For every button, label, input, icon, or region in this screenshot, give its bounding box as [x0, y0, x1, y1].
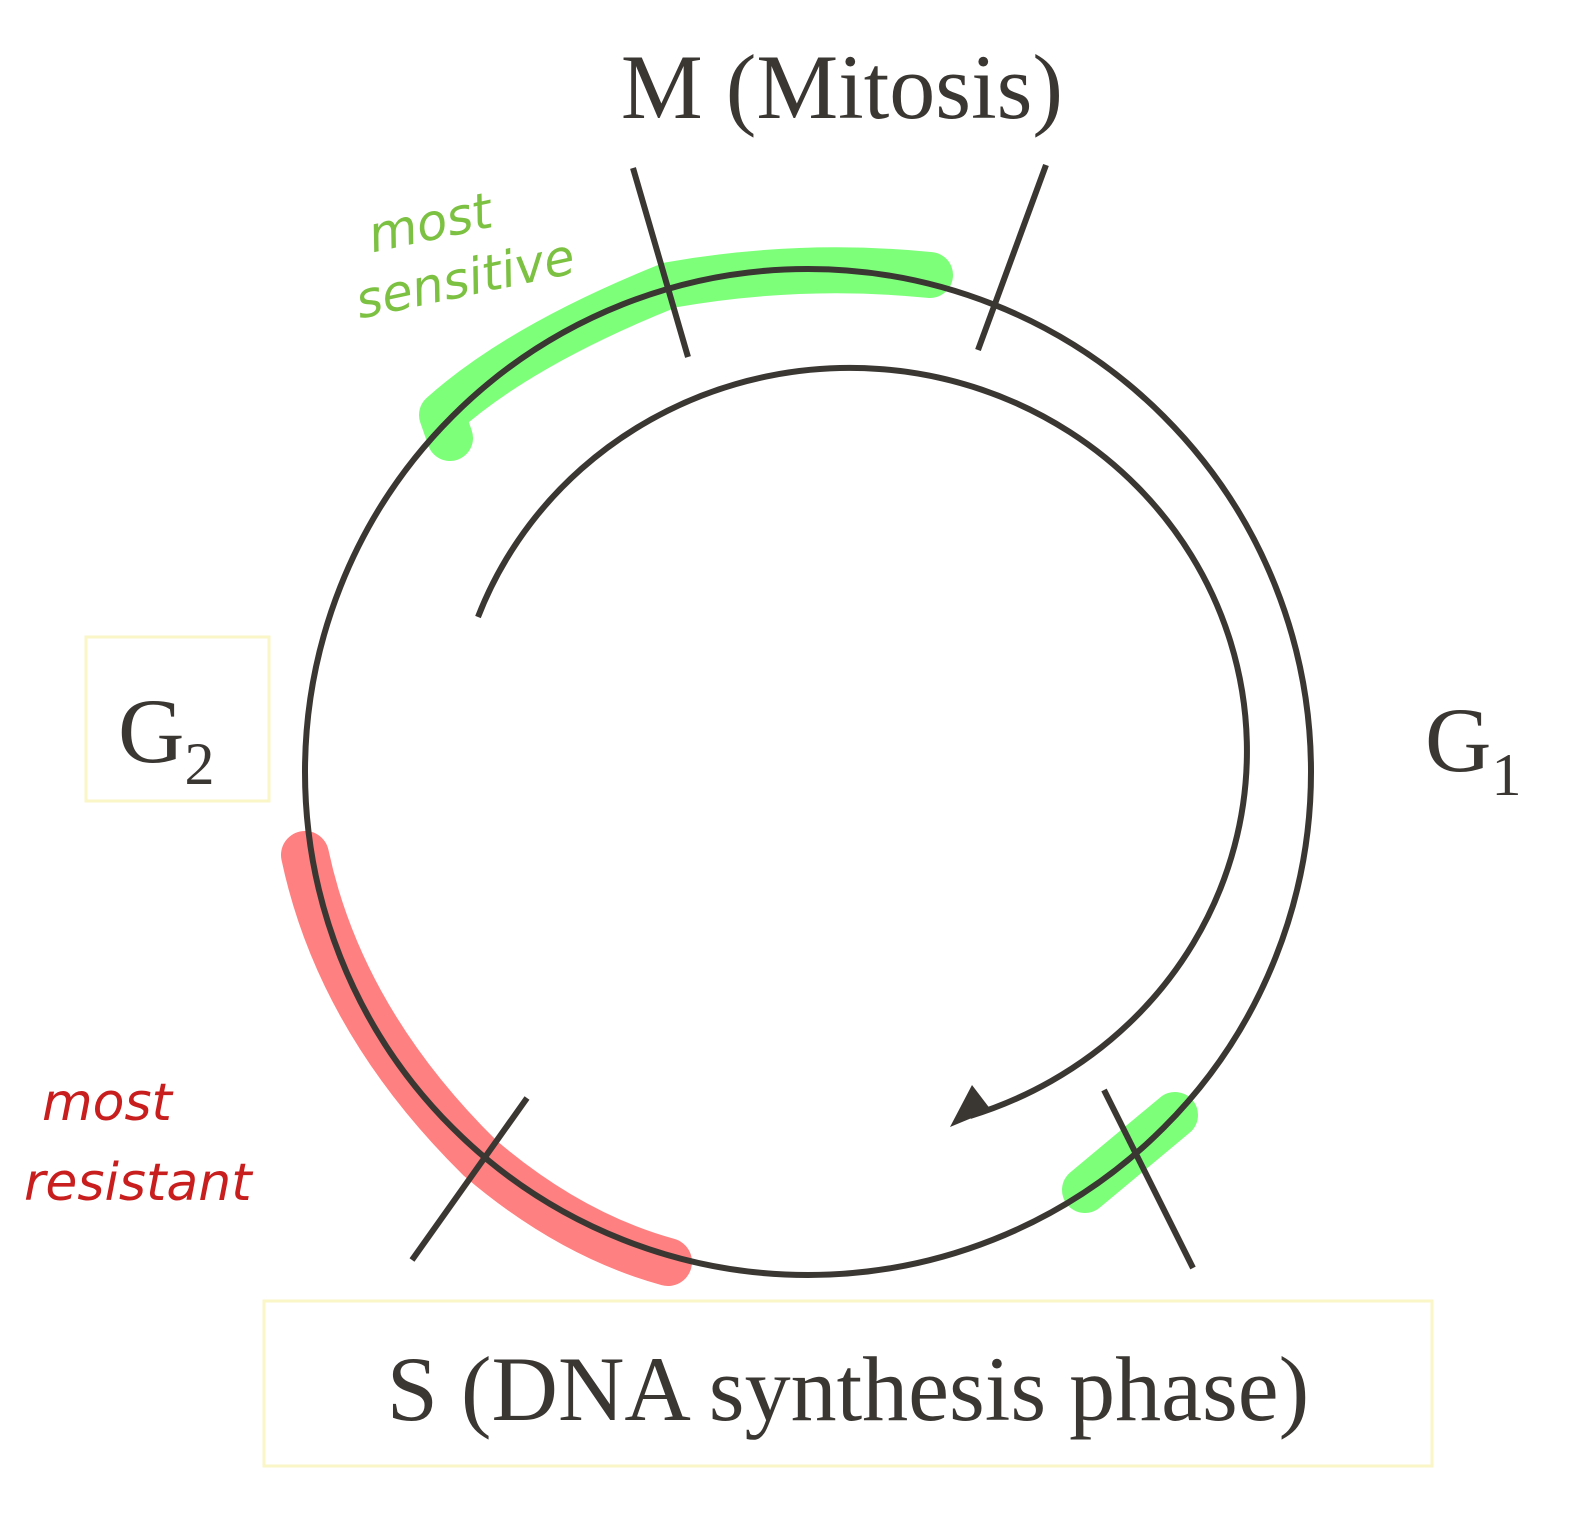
g1-letter: G [1425, 689, 1491, 791]
g2-label-box [84, 635, 271, 803]
resistant-text-line1: most [42, 1073, 174, 1133]
g2-letter: G [118, 680, 184, 782]
boundary-tick-g1-s [1101, 1088, 1196, 1270]
s-label-box [262, 1299, 1434, 1468]
cycle-direction-arrow [475, 364, 1250, 1119]
resistant-highlight [281, 831, 692, 1286]
g1-subscript: 1 [1491, 742, 1521, 808]
arrowhead-icon [950, 1085, 991, 1127]
most-sensitive-annotation: most sensitive [350, 181, 579, 330]
most-resistant-annotation: most resistant [24, 1073, 253, 1213]
cell-cycle-ring [302, 266, 1314, 1278]
phase-label-s: S (DNA synthesis phase) [387, 1338, 1310, 1440]
phase-label-m: M (Mitosis) [621, 36, 1063, 138]
boundary-tick-m-start [630, 167, 691, 358]
phase-label-g1: G1 [1425, 689, 1521, 808]
resistant-text-line2: resistant [24, 1153, 253, 1213]
phase-label-g2: G2 [118, 680, 214, 797]
g2-subscript: 2 [184, 731, 214, 797]
boundary-tick-s-g2 [409, 1096, 530, 1262]
boundary-tick-m-end [975, 163, 1049, 352]
